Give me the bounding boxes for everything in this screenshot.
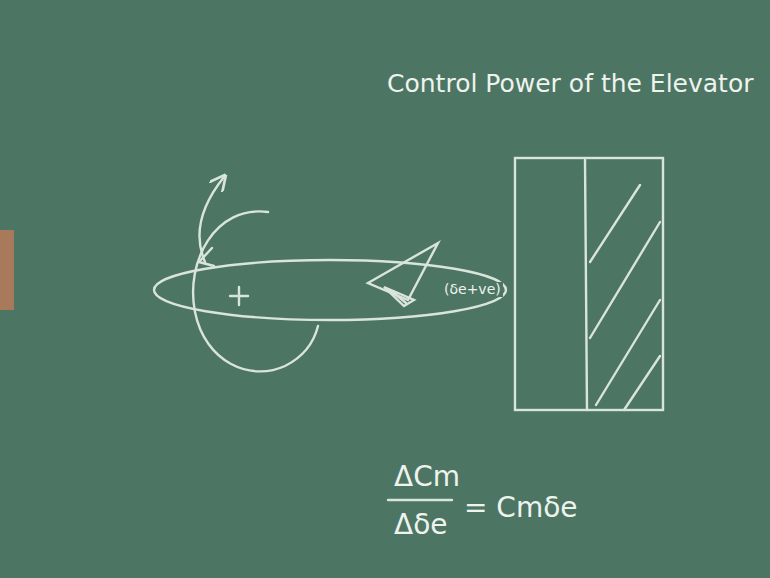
formula-result: = Cmδe — [462, 493, 580, 524]
fraction-bar — [388, 499, 452, 501]
tail-fin — [368, 243, 438, 300]
pitch-arrowhead — [199, 248, 214, 266]
elevator-hatching — [590, 185, 660, 410]
elevator-deflected — [384, 287, 414, 306]
tail-planform — [515, 158, 663, 410]
formula-denominator: Δδe — [392, 510, 450, 541]
hinge-line — [585, 160, 587, 410]
deflection-note: (δe+ve) — [442, 282, 503, 297]
pitch-arc — [193, 211, 318, 371]
cg-mark — [230, 287, 248, 305]
board-title: Control Power of the Elevator — [385, 70, 755, 98]
fuselage-outline — [154, 260, 506, 320]
hand — [0, 230, 14, 310]
formula-numerator: ΔCm — [392, 462, 462, 493]
